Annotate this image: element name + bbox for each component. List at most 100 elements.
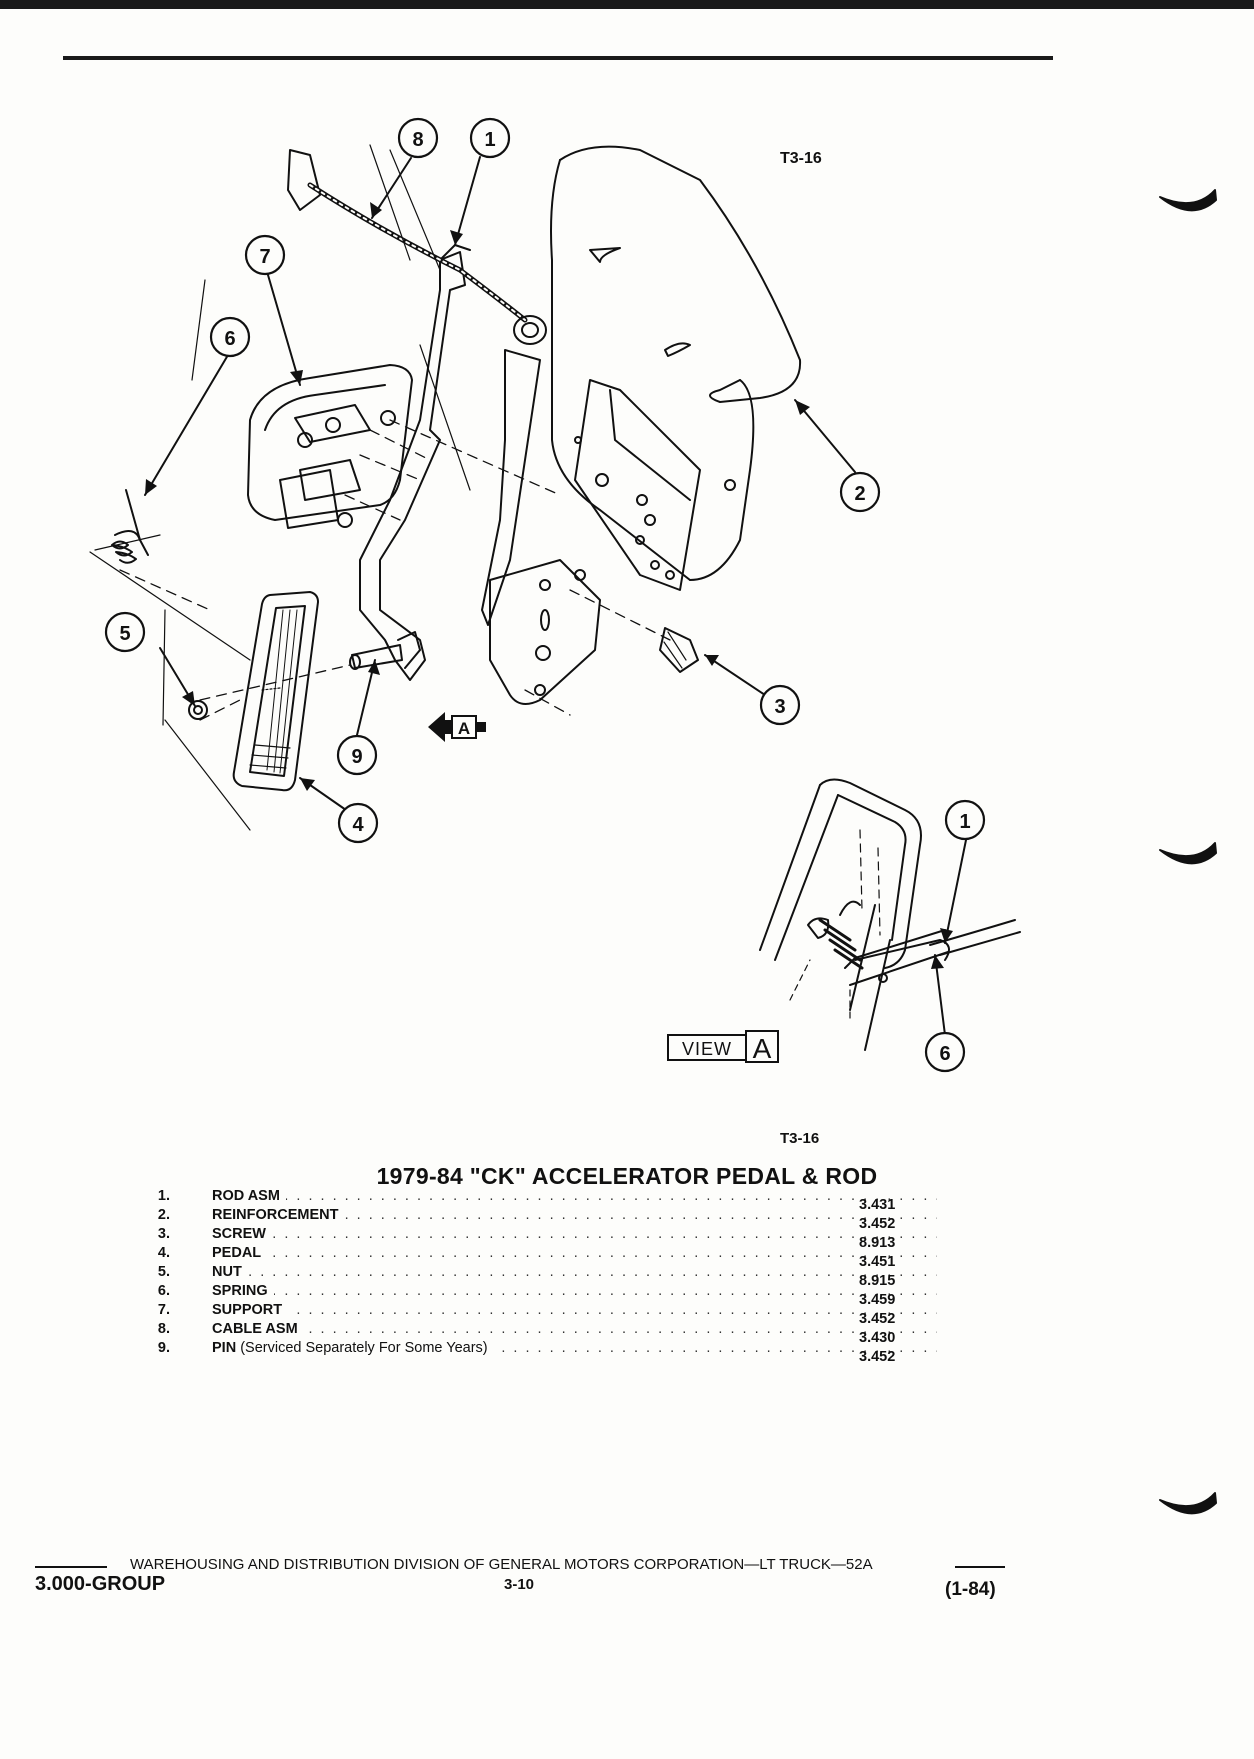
footer-rule [955, 1566, 1005, 1568]
binding-mark [1159, 1492, 1217, 1515]
footer-date: (1-84) [945, 1579, 996, 1600]
part-number: 9. [157, 1340, 170, 1356]
part-name: SPRING [212, 1283, 268, 1299]
binding-mark [1159, 842, 1217, 865]
leader-arrowheads [145, 202, 953, 969]
leader-dots: . . . . . . . . . . . . . . . . . . . . … [212, 1264, 937, 1280]
footer-publisher-line: WAREHOUSING AND DISTRIBUTION DIVISION OF… [130, 1556, 873, 1573]
header-rule [63, 56, 1053, 60]
part-name: CABLE ASM [212, 1321, 298, 1337]
figure-reference-top: T3-16 [780, 150, 822, 167]
part-group-code: 3.452 [859, 1216, 896, 1232]
cable-assembly [287, 149, 547, 345]
callout-label: 3 [774, 696, 785, 718]
callout-circle [839, 471, 881, 513]
leader-dots: . . . . . . . . . . . . . . . . . . . . … [212, 1188, 937, 1204]
view-letter-text: A [753, 1033, 772, 1064]
view-a-detail [759, 778, 1021, 1051]
mounting-plate [489, 559, 601, 705]
callout-label: 4 [352, 814, 364, 836]
parts-row: 7. . . . . . . . . . . . . . . . . . . .… [130, 1302, 937, 1327]
footer-page-number: 3-10 [504, 1576, 535, 1593]
part-group-code: 3.452 [859, 1311, 896, 1327]
callout-label: 2 [854, 483, 865, 505]
view-a-arrow: A [428, 712, 486, 742]
callout-circle [397, 117, 439, 159]
view-a-label: VIEW A [667, 1030, 779, 1064]
part-group-code: 3.451 [859, 1254, 896, 1270]
callout-label: 1 [959, 811, 970, 833]
callout-circle [924, 1031, 966, 1073]
screw [659, 627, 699, 673]
part-name: NUT [212, 1264, 242, 1280]
part-note: (Serviced Separately For Some Years) [240, 1340, 488, 1356]
part-group-code: 3.459 [859, 1292, 896, 1308]
figure-reference-bottom: T3-16 [780, 1130, 820, 1147]
part-name: SUPPORT [212, 1302, 283, 1318]
callout-label: 7 [259, 246, 270, 268]
footer-rule [35, 1566, 107, 1568]
parts-row: 8. . . . . . . . . . . . . . . . . . . .… [130, 1321, 937, 1346]
callout-circle [469, 117, 511, 159]
parts-row: 9. . . . . . . . . . . . . . . . . . . .… [130, 1340, 937, 1365]
part-number: 5. [157, 1264, 170, 1280]
diagram-title: 1979-84 "CK" ACCELERATOR PEDAL & ROD [376, 1163, 878, 1189]
callout-label: 1 [484, 129, 495, 151]
part-number: 6. [157, 1283, 170, 1299]
reinforcement-panel [550, 145, 802, 591]
top-edge-bar [0, 0, 1254, 9]
part-group-code: 3.431 [859, 1197, 896, 1213]
callout-label: 5 [119, 623, 130, 645]
callout-circle [759, 684, 801, 726]
binding-mark [1159, 189, 1217, 212]
part-name: ROD ASM [212, 1188, 280, 1204]
parts-row: 1. . . . . . . . . . . . . . . . . . . .… [130, 1188, 937, 1213]
callout-label: 8 [412, 129, 423, 151]
callout-label: 6 [939, 1043, 950, 1065]
callout-circle [944, 799, 986, 841]
part-group-code: 3.452 [859, 1349, 896, 1365]
part-name: PEDAL [212, 1245, 262, 1261]
guide-lines [89, 144, 471, 831]
leader-dots: . . . . . . . . . . . . . . . . . . . . … [212, 1321, 937, 1337]
leader-dots: . . . . . . . . . . . . . . . . . . . . … [212, 1283, 937, 1299]
part-name: SCREW [212, 1226, 266, 1242]
leader-lines [144, 156, 967, 1036]
part-group-code: 3.430 [859, 1330, 896, 1346]
support-bracket [247, 364, 413, 529]
callout-circle [209, 316, 251, 358]
callout-circle [337, 802, 379, 844]
part-name: PIN [212, 1340, 237, 1356]
part-name: REINFORCEMENT [212, 1207, 339, 1223]
callout-label: 6 [224, 328, 235, 350]
parts-row: 4. . . . . . . . . . . . . . . . . . . .… [130, 1245, 937, 1270]
footer-group: 3.000-GROUP [35, 1573, 166, 1595]
pedal-pad [232, 591, 319, 792]
part-number: 7. [157, 1302, 170, 1318]
leader-dots: . . . . . . . . . . . . . . . . . . . . … [212, 1302, 937, 1318]
leader-dots: . . . . . . . . . . . . . . . . . . . . … [212, 1207, 937, 1223]
part-number: 2. [157, 1207, 170, 1223]
assembly-lines [119, 419, 671, 721]
parts-row: 3. . . . . . . . . . . . . . . . . . . .… [130, 1226, 937, 1251]
callout-label: 9 [351, 746, 362, 768]
part-number: 3. [157, 1226, 170, 1242]
nut [188, 700, 208, 720]
leader-dots: . . . . . . . . . . . . . . . . . . . . … [212, 1226, 937, 1242]
parts-row: 6. . . . . . . . . . . . . . . . . . . .… [130, 1283, 937, 1308]
parts-row: 5. . . . . . . . . . . . . . . . . . . .… [130, 1264, 937, 1289]
pivot-pin [349, 631, 421, 670]
view-arrow-letter: A [458, 719, 470, 738]
leader-dots: . . . . . . . . . . . . . . . . . . . . … [212, 1245, 937, 1261]
return-spring [111, 489, 149, 564]
part-group-code: 8.913 [859, 1235, 896, 1251]
callout-circle [104, 611, 146, 653]
part-number: 8. [157, 1321, 170, 1337]
parts-list: 1. . . . . . . . . . . . . . . . . . . .… [130, 1188, 937, 1365]
part-group-code: 8.915 [859, 1273, 896, 1289]
callout-circle [336, 734, 378, 776]
callout-circle [244, 234, 286, 276]
view-label-text: VIEW [682, 1039, 732, 1059]
